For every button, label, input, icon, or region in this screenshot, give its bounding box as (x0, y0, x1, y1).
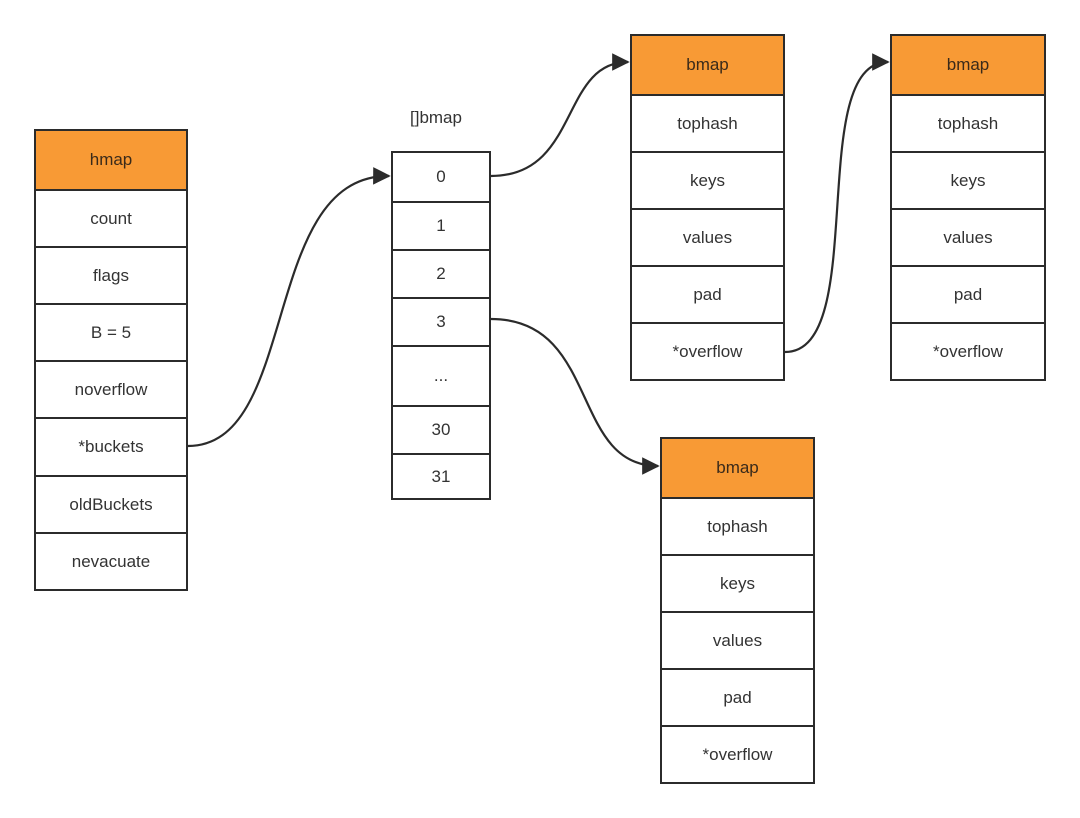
bmap-0-keys: keys (632, 151, 783, 208)
bmap-bucket-0: bmap tophash keys values pad *overflow (630, 34, 785, 381)
bmap-0-ovf-title: bmap (892, 36, 1044, 94)
hmap-field-oldbuckets: oldBuckets (36, 475, 186, 532)
bmap-0-tophash: tophash (632, 94, 783, 151)
bucket-slot-2: 2 (393, 249, 489, 297)
hmap-field-b: B = 5 (36, 303, 186, 360)
bmap-0-overflow: *overflow (632, 322, 783, 379)
bucket-slot-0: 0 (436, 167, 446, 186)
bmap-3-pad: pad (662, 668, 813, 725)
link-overflow-to-bmap (784, 53, 890, 354)
bmap-3-tophash: tophash (662, 497, 813, 554)
bucket-slot-3: 3 (393, 297, 489, 345)
bmap-bucket-3: bmap tophash keys values pad *overflow (660, 437, 815, 784)
bmap-bucket-0-overflow: bmap tophash keys values pad *overflow (890, 34, 1046, 381)
bmap-0-ovf-overflow: *overflow (892, 322, 1044, 379)
hmap-field-count: count (36, 189, 186, 246)
hmap-field-noverflow: noverflow (36, 360, 186, 417)
bmap-3-overflow: *overflow (662, 725, 813, 782)
hmap-title: hmap (36, 131, 186, 189)
bucket-slot-1: 1 (393, 201, 489, 249)
bucket-array-label: []bmap (410, 108, 462, 127)
hmap-struct: hmap count flags B = 5 noverflow *bucket… (34, 129, 188, 591)
bmap-0-ovf-keys: keys (892, 151, 1044, 208)
link-buckets-to-array (187, 167, 391, 448)
bucket-array: 0 1 2 3 ... 30 31 (391, 151, 491, 500)
bmap-0-ovf-tophash: tophash (892, 94, 1044, 151)
bmap-0-title: bmap (632, 36, 783, 94)
bmap-0-ovf-pad: pad (892, 265, 1044, 322)
hmap-field-flags: flags (36, 246, 186, 303)
bucket-slot-30: 30 (393, 405, 489, 453)
bucket-slot-31: 31 (393, 453, 489, 498)
hmap-field-buckets: *buckets (36, 417, 186, 475)
link-slot0-to-bmap (490, 53, 630, 178)
bucket-slot-ellipsis: ... (393, 345, 489, 405)
bmap-0-ovf-values: values (892, 208, 1044, 265)
bmap-0-values: values (632, 208, 783, 265)
hmap-field-nevacuate: nevacuate (36, 532, 186, 589)
bmap-0-pad: pad (632, 265, 783, 322)
link-slot3-to-bmap (490, 317, 660, 475)
bmap-3-title: bmap (662, 439, 813, 497)
bmap-3-values: values (662, 611, 813, 668)
bmap-3-keys: keys (662, 554, 813, 611)
